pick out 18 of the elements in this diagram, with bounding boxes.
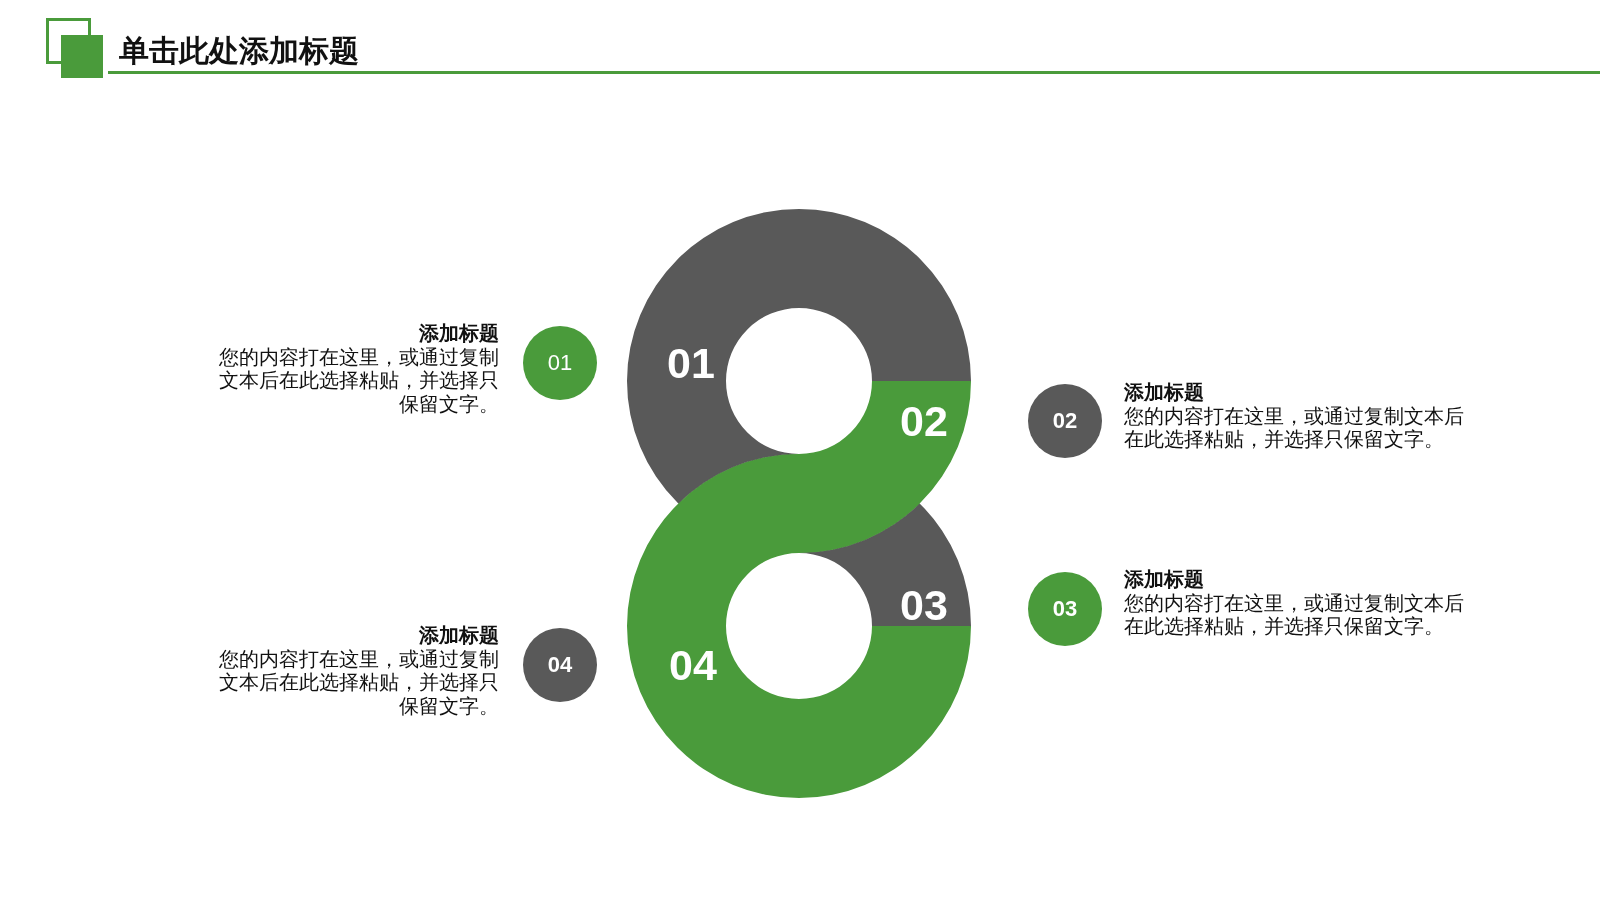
slide-title: 单击此处添加标题 [119, 32, 359, 70]
item-description: 您的内容打在这里，或通过复制文本后在此选择粘贴，并选择只保留文字。 [1124, 591, 1464, 639]
segment-number: 01 [667, 341, 715, 385]
number-circle: 04 [523, 628, 597, 702]
number-circle: 03 [1028, 572, 1102, 646]
number-circle: 02 [1028, 384, 1102, 458]
item-description: 您的内容打在这里，或通过复制文本后在此选择粘贴，并选择只保留文字。 [219, 647, 499, 718]
item-heading: 添加标题 [418, 322, 499, 346]
item-description: 您的内容打在这里，或通过复制文本后在此选择粘贴，并选择只保留文字。 [219, 345, 499, 416]
segment-number: 04 [669, 643, 717, 687]
ring-segment [799, 381, 971, 553]
item-heading: 添加标题 [1124, 568, 1205, 592]
item-description: 您的内容打在这里，或通过复制文本后在此选择粘贴，并选择只保留文字。 [1124, 404, 1464, 452]
item-heading: 添加标题 [1124, 381, 1205, 405]
number-circle: 01 [523, 326, 597, 400]
segment-number: 03 [900, 583, 948, 627]
segment-number: 02 [900, 399, 948, 443]
item-heading: 添加标题 [418, 624, 499, 648]
